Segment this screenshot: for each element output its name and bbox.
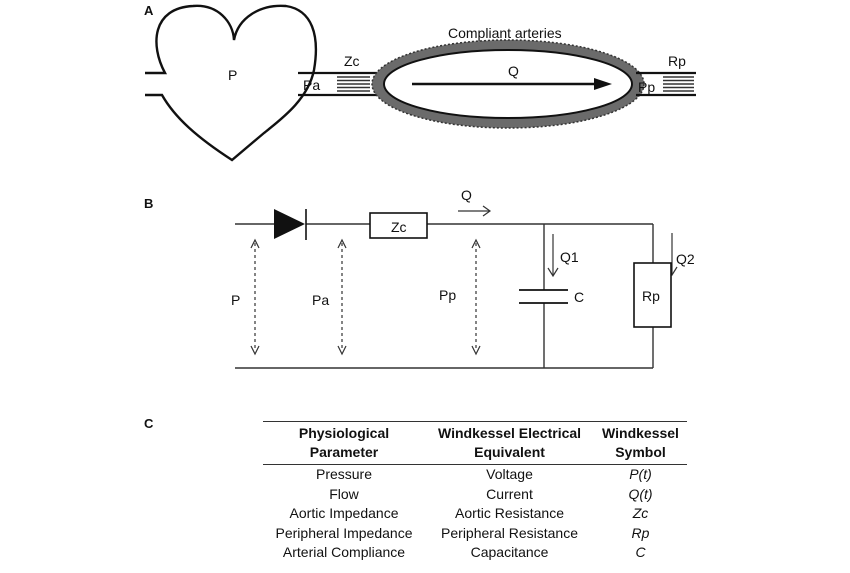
p-label-b: P bbox=[231, 292, 240, 308]
table-row: Arterial Compliance Capacitance C bbox=[263, 543, 687, 563]
table-row: Flow Current Q(t) bbox=[263, 485, 687, 505]
panel-c-label: C bbox=[144, 416, 154, 431]
pa-label-b: Pa bbox=[312, 292, 329, 308]
diode-symbol bbox=[274, 209, 305, 239]
table-header-row: Physiological Parameter Windkessel Elect… bbox=[263, 421, 687, 465]
circuit-wires bbox=[235, 223, 654, 369]
capacitor-label: C bbox=[574, 289, 584, 305]
param-cell: Flow bbox=[329, 485, 359, 502]
symbol-cell: C bbox=[635, 544, 646, 561]
q2-label: Q2 bbox=[676, 251, 695, 267]
flow-arrow-head bbox=[594, 78, 612, 90]
rp-resistance-hatch bbox=[663, 76, 694, 92]
table-row: Pressure Voltage P(t) bbox=[263, 465, 687, 485]
pressure-arrow-heads bbox=[250, 238, 481, 356]
equivalent-cell: Current bbox=[486, 485, 533, 502]
equivalent-cell: Peripheral Resistance bbox=[441, 524, 578, 541]
panel-a-label: A bbox=[144, 3, 154, 18]
rp-resistor bbox=[633, 262, 672, 328]
zc-resistor bbox=[369, 212, 428, 239]
q1-label: Q1 bbox=[560, 249, 579, 265]
param-cell: Arterial Compliance bbox=[282, 544, 406, 561]
symbol-cell: Rp bbox=[631, 524, 650, 541]
param-cell: Aortic Impedance bbox=[289, 505, 399, 522]
symbol-cell: Zc bbox=[632, 505, 649, 522]
pp-label-b: Pp bbox=[439, 287, 456, 303]
windkessel-table: Physiological Parameter Windkessel Elect… bbox=[263, 421, 687, 563]
equivalent-cell: Voltage bbox=[486, 466, 533, 482]
heart-pressure-label: P bbox=[228, 67, 237, 83]
table-row: Peripheral Impedance Peripheral Resistan… bbox=[263, 524, 687, 544]
param-cell: Peripheral Impedance bbox=[275, 524, 413, 541]
flow-arrow-b-head bbox=[482, 205, 492, 217]
flow-label-a: Q bbox=[508, 63, 519, 79]
equivalent-cell: Capacitance bbox=[470, 544, 549, 561]
rp-label-a: Rp bbox=[668, 53, 686, 69]
zc-label: Zc bbox=[344, 53, 360, 69]
peripheral-pressure-label: Pp bbox=[638, 79, 655, 95]
aortic-pressure-label: Pa bbox=[303, 77, 320, 93]
pressure-dashed-lines bbox=[254, 243, 477, 351]
zc-resistance-hatch bbox=[337, 76, 370, 92]
equivalent-cell: Aortic Resistance bbox=[455, 505, 564, 522]
compliant-arteries-label: Compliant arteries bbox=[448, 25, 562, 41]
q1-arrow-head bbox=[547, 267, 559, 278]
header-windkessel-symbol: Windkessel Symbol bbox=[602, 425, 679, 460]
symbol-cell: P(t) bbox=[629, 466, 652, 482]
rp-label-b: Rp bbox=[642, 288, 660, 304]
table-row: Aortic Impedance Aortic Resistance Zc bbox=[263, 504, 687, 524]
header-electrical-equivalent: Windkessel Electrical Equivalent bbox=[437, 425, 582, 460]
panel-b-label: B bbox=[144, 196, 153, 211]
symbol-cell: Q(t) bbox=[628, 485, 653, 502]
header-physiological-parameter: Physiological Parameter bbox=[298, 425, 390, 460]
flow-label-b: Q bbox=[461, 187, 472, 203]
zc-label-b: Zc bbox=[391, 219, 407, 235]
param-cell: Pressure bbox=[315, 466, 373, 482]
heart-outline bbox=[145, 4, 318, 162]
